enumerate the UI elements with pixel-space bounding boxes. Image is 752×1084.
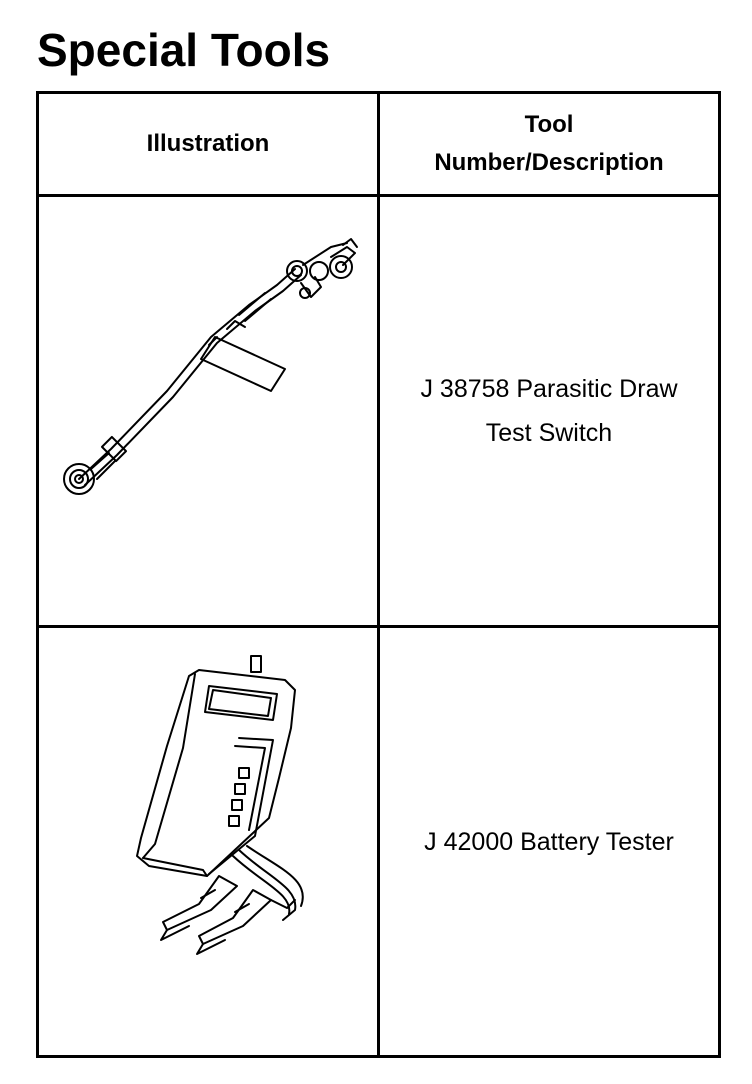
parasitic-draw-test-switch-icon [63,238,358,495]
header-tool-label: Tool [524,111,574,138]
row1-description: J 38758 Parasitic Draw Test Switch [380,197,718,625]
header-illustration-label: Illustration [146,130,270,157]
row1-tool-number: J 38758 Parasitic Draw [420,375,678,403]
row2-description: J 42000 Battery Tester [380,628,718,1055]
battery-tester-illustration [39,628,377,1055]
parasitic-draw-test-switch-illustration [39,197,377,625]
row1-tool-name: Test Switch [485,419,613,447]
table-border-right [718,91,721,1058]
table-border-bottom [36,1055,721,1058]
header-illustration: Illustration [39,94,377,194]
header-number-description-label: Number/Description [434,149,664,176]
battery-tester-icon [136,655,304,955]
header-tool-description: Tool Number/Description [380,94,718,194]
page-title: Special Tools [37,24,331,76]
row2-tool-number-name: J 42000 Battery Tester [424,827,674,856]
